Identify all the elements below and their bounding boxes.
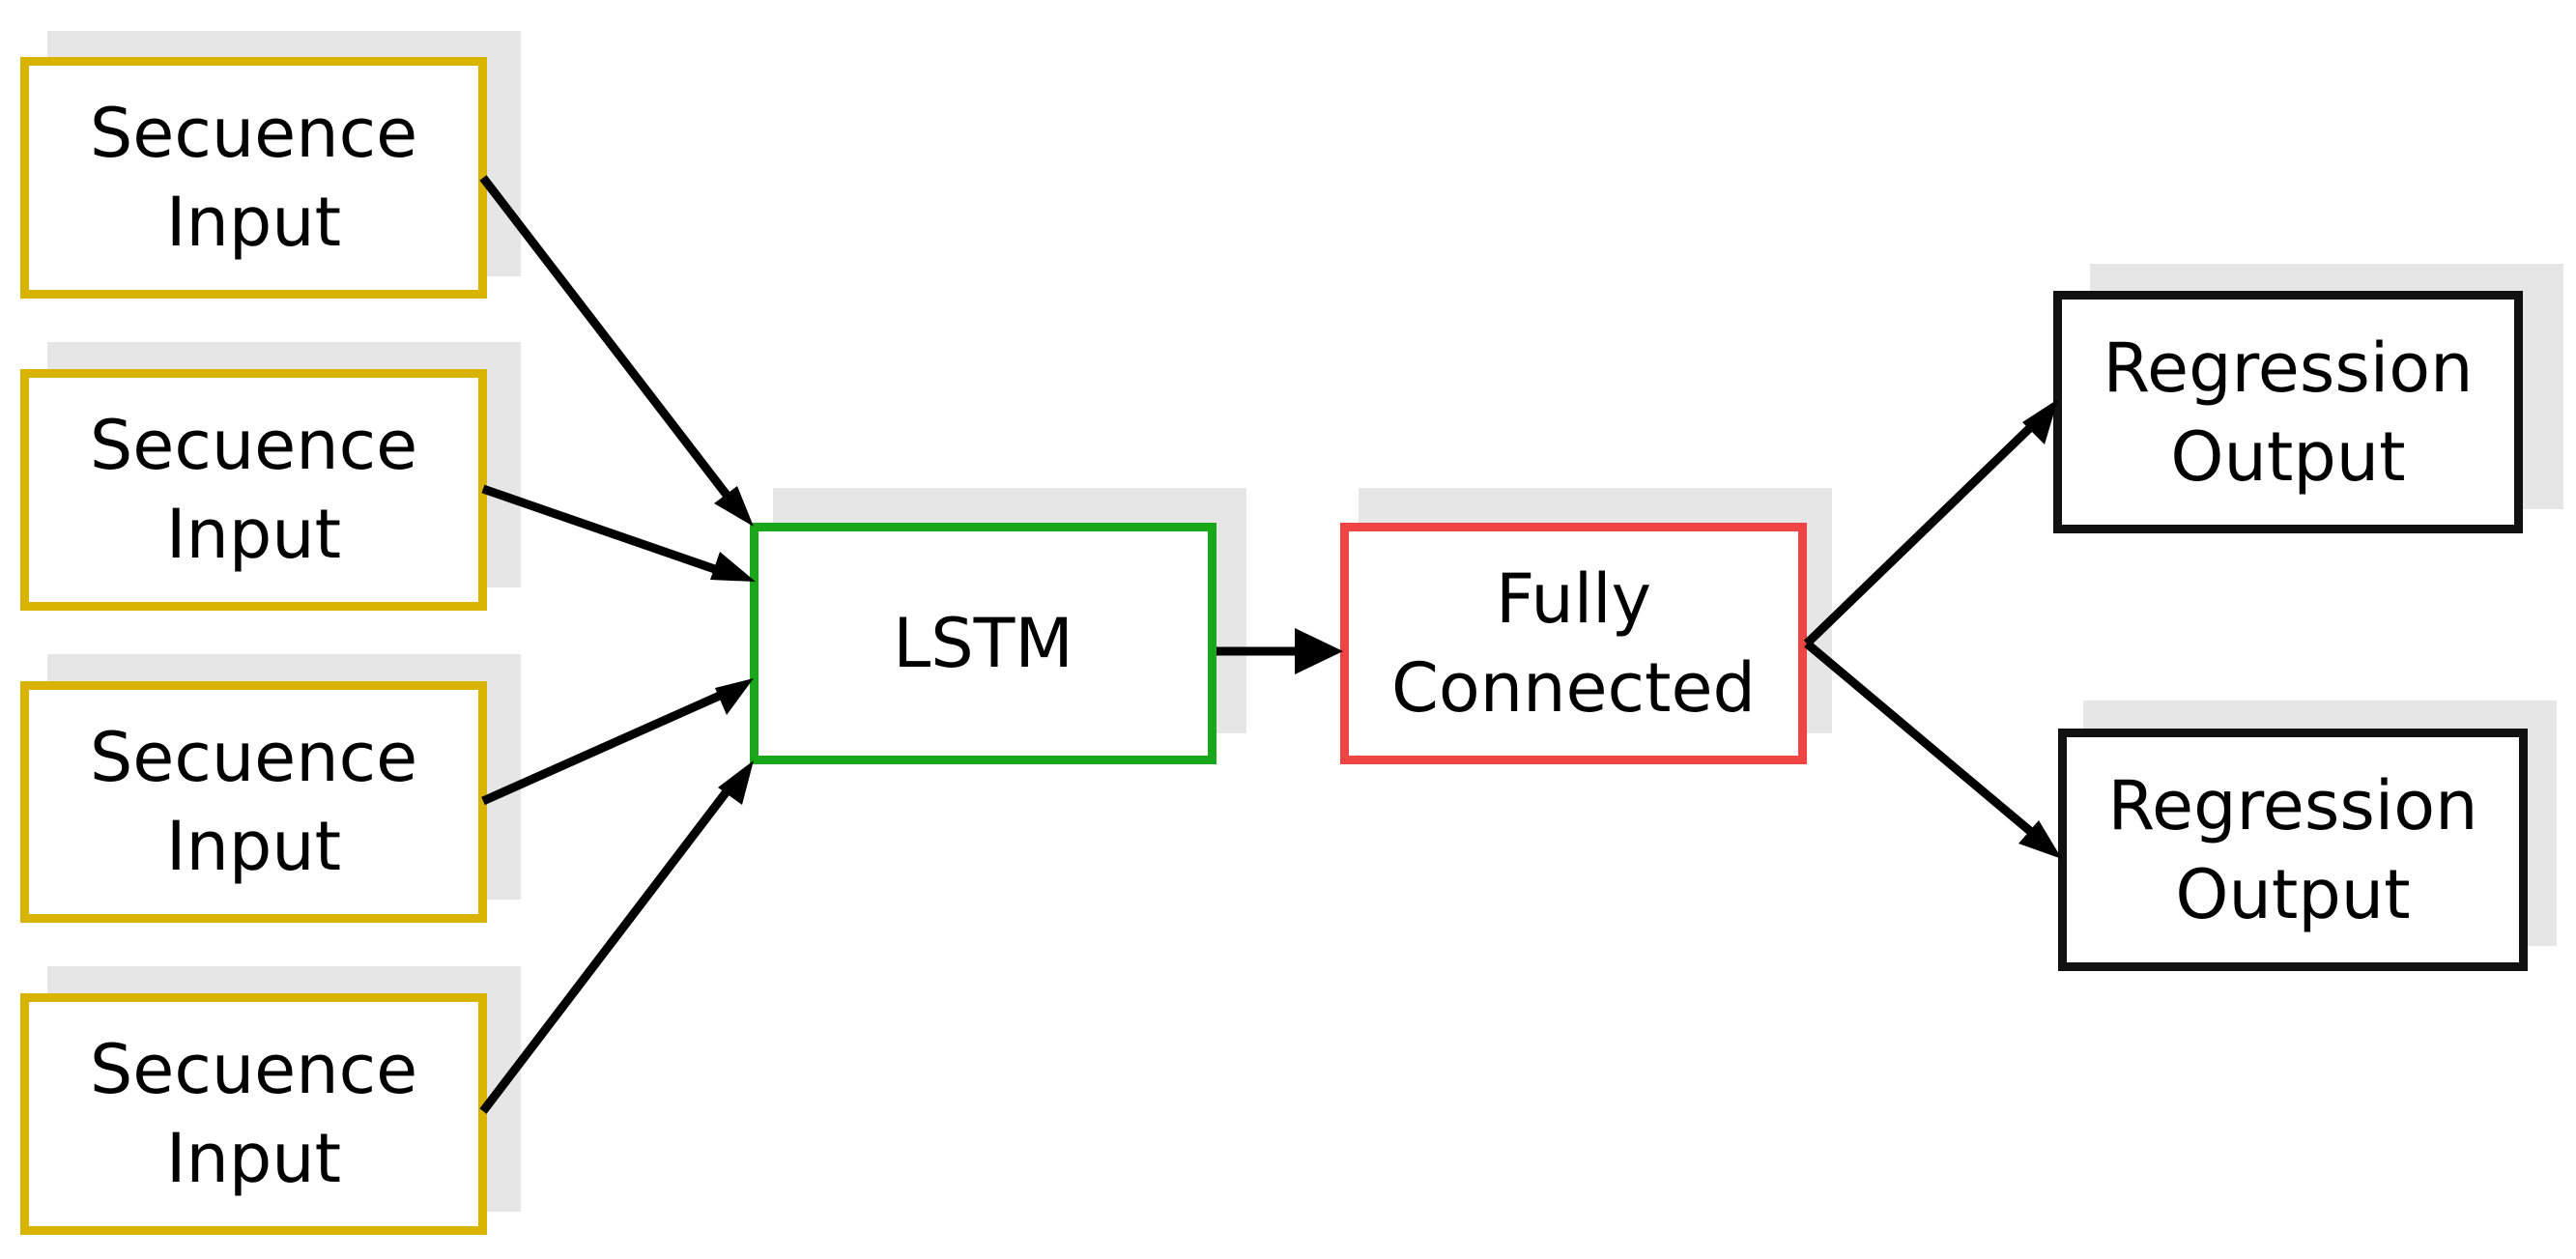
edge-fully-connected-to-output-1 [1803,415,2043,647]
arrowhead-input-2 [710,552,756,582]
arrowhead-input-3 [715,678,754,715]
edge-input-4-to-lstm [479,780,737,1114]
sequence-input-node-2: Secuence Input [20,369,487,611]
sequence-input-node-3: Secuence Input [20,681,487,923]
arrowhead-output-2 [2018,820,2062,859]
lstm-node: LSTM [750,523,1216,764]
arrowhead-input-4 [718,760,754,805]
edge-input-3-to-lstm [481,686,732,806]
regression-output-node-1: Regression Output [2053,291,2523,533]
node-label: Secuence Input [89,94,418,262]
node-label: Secuence Input [89,1030,418,1198]
regression-output-node-2: Regression Output [2058,729,2528,971]
sequence-input-node-1: Secuence Input [20,57,487,299]
edge-input-1-to-lstm [479,175,736,505]
sequence-input-node-4: Secuence Input [20,993,487,1235]
edge-fully-connected-to-output-2 [1804,640,2046,845]
fully-connected-node: Fully Connected [1340,523,1807,764]
node-label: Regression Output [2107,765,2478,934]
node-label: Regression Output [2103,328,2474,497]
node-label: Secuence Input [89,718,418,886]
arrowhead-input-1 [714,486,754,527]
edge-input-2-to-lstm [481,484,733,580]
node-label: Fully Connected [1391,559,1756,728]
arrowhead-lstm-to-fully-connected [1295,628,1343,674]
node-label: LSTM [893,604,1073,683]
node-label: Secuence Input [89,406,418,574]
arrowhead-output-1 [2022,399,2058,444]
